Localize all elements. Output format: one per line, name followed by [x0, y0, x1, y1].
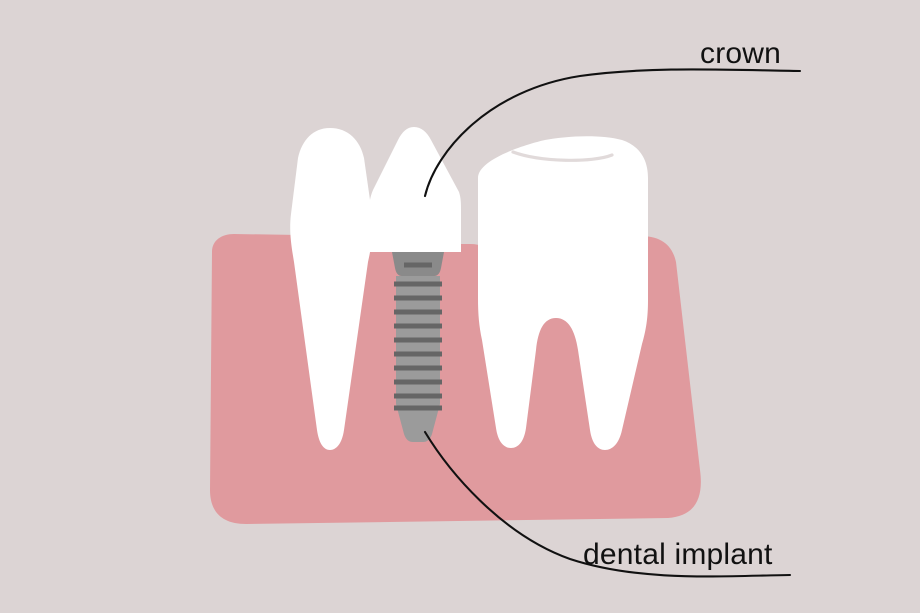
implant-crown [369, 127, 461, 252]
crown-leader-line [423, 68, 802, 198]
implant-screw-body [396, 276, 440, 442]
molar-fissure-line [511, 150, 614, 162]
implant-threads [394, 281, 442, 411]
label-crown: crown [700, 37, 781, 70]
left-natural-tooth [290, 128, 373, 450]
label-dental-implant: dental implant [583, 538, 773, 571]
right-natural-molar [478, 136, 648, 451]
implant-leader-line [423, 430, 792, 578]
